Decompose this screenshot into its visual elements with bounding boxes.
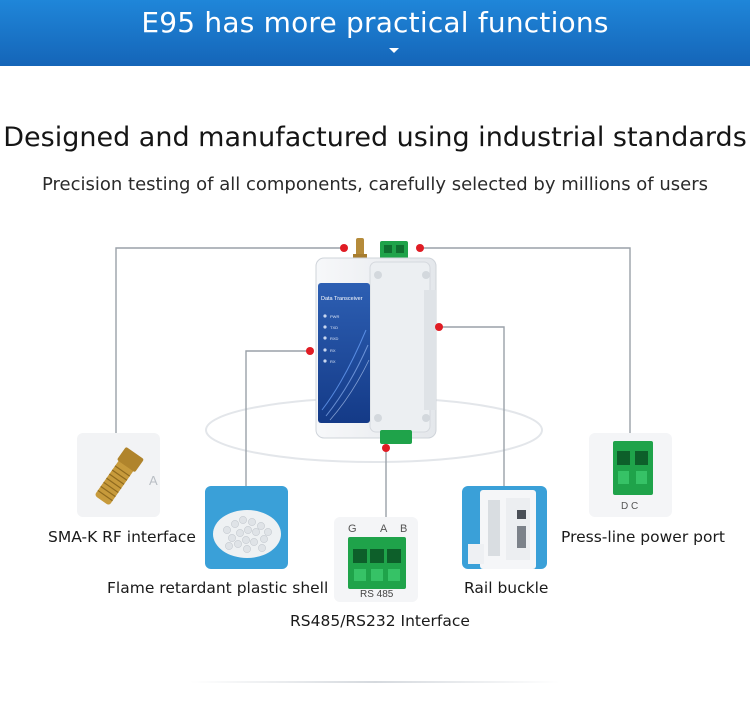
led-label-3: RXD	[330, 336, 339, 341]
led-5	[323, 359, 327, 363]
footer-divider	[190, 681, 560, 683]
power-label: Press-line power port	[561, 528, 725, 546]
sma-label: SMA-K RF interface	[48, 528, 196, 546]
rs485-thumbnail: G A B RS 485	[334, 517, 418, 602]
shell-label: Flame retardant plastic shell	[107, 579, 329, 597]
rs485-pin-b: B	[400, 523, 407, 535]
led-label-4: RX	[330, 348, 336, 353]
rail-buckle-icon	[462, 486, 547, 569]
device-illustration: Data Transceiver PWR TXD RXD RX RX	[315, 238, 437, 444]
marker-power	[416, 244, 424, 252]
led-4	[323, 348, 327, 352]
rail-thumbnail	[462, 486, 547, 569]
subheadline: Precision testing of all components, car…	[41, 174, 709, 195]
sma-mark: A	[149, 473, 158, 488]
marker-shell	[306, 347, 314, 355]
title-banner: E95 has more practical functions	[0, 0, 750, 66]
marker-sma	[340, 244, 348, 252]
banner-title: E95 has more practical functions	[141, 6, 609, 39]
sma-thumbnail: A	[77, 433, 160, 517]
connector-shell	[245, 350, 310, 486]
led-label-2: TXD	[330, 325, 338, 330]
rs485-pin-a: A	[380, 523, 388, 535]
panel-title: Data Transceiver	[321, 296, 363, 302]
led-1	[323, 314, 327, 318]
plastic-pellets-icon	[213, 510, 281, 558]
connector-sma	[115, 247, 344, 434]
sma-connector-icon: A	[95, 447, 158, 505]
led-2	[323, 325, 327, 329]
power-terminal-icon: D C	[613, 441, 653, 512]
rail-label: Rail buckle	[464, 579, 549, 597]
connector-rail	[439, 326, 505, 486]
shell-thumbnail	[205, 486, 288, 569]
rs485-mark: RS 485	[360, 589, 394, 600]
rs485-label: RS485/RS232 Interface	[290, 612, 470, 630]
caret-down-icon	[389, 48, 399, 53]
power-thumbnail: D C	[589, 433, 672, 517]
connector-power	[420, 247, 631, 434]
power-mark: D C	[621, 501, 638, 512]
headline: Designed and manufactured using industri…	[3, 122, 747, 153]
led-label-1: PWR	[330, 314, 339, 319]
marker-rail	[435, 323, 443, 331]
marker-rs485	[382, 444, 390, 452]
rs485-pin-g: G	[348, 523, 357, 535]
led-3	[323, 336, 327, 340]
led-label-5: RX	[330, 359, 336, 364]
terminal-block-icon: G A B RS 485	[348, 523, 407, 600]
